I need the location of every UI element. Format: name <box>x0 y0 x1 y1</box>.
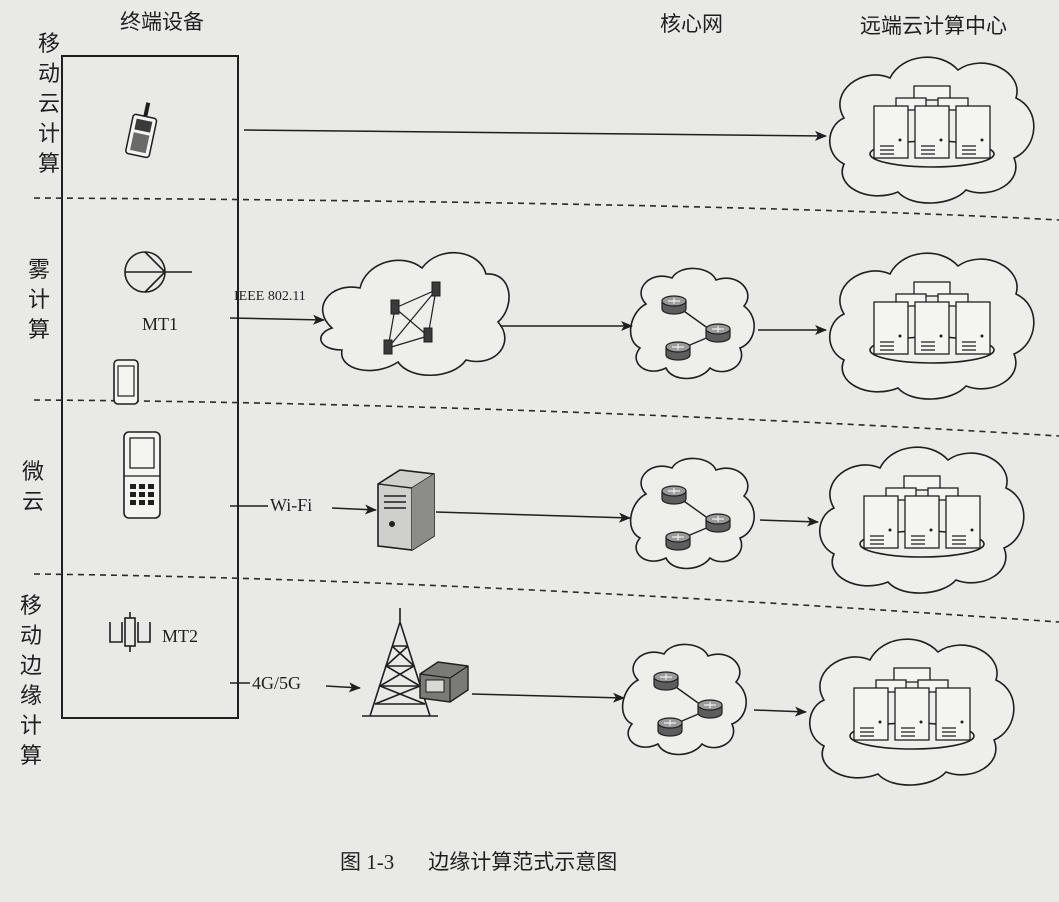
core-network-clouds <box>621 267 755 756</box>
figure-caption: 图 1-3 边缘计算范式示意图 <box>340 852 617 873</box>
data-center-icon <box>809 638 1015 786</box>
antenna-symbol-icon <box>124 251 192 293</box>
cloud-icon <box>621 643 747 756</box>
terminal-symbol-icon <box>109 612 151 652</box>
header-remote-cloud-center: 远端云计算中心 <box>860 14 1007 38</box>
flip-phone-icon <box>123 431 161 519</box>
row-label-fog-computing: 雾计算 <box>27 258 50 343</box>
header-core-network: 核心网 <box>660 12 723 36</box>
core-network-cloud <box>629 267 755 380</box>
connection-arrows <box>229 129 827 717</box>
terminal-device-box <box>61 55 239 719</box>
cloud-icon <box>629 457 755 570</box>
data-center-icon <box>829 56 1035 204</box>
fog-network-icon <box>320 252 510 377</box>
cloud-icon <box>320 252 510 377</box>
link-label-wifi: Wi-Fi <box>270 495 313 515</box>
figure-title: 边缘计算范式示意图 <box>428 850 618 874</box>
data-center-icon <box>829 252 1035 400</box>
data-center-icon <box>819 446 1025 594</box>
cell-tower-icon <box>362 608 438 717</box>
device-label-mt2: MT2 <box>162 626 198 646</box>
core-network-cloud <box>621 643 747 756</box>
smartphone-icon <box>113 359 139 405</box>
device-label-mt1: MT1 <box>142 314 178 334</box>
remote-cloud-centers <box>809 56 1035 786</box>
base-station-icon <box>419 661 469 703</box>
row-label-cloudlet: 微云 <box>21 460 44 515</box>
header-terminal-devices: 终端设备 <box>120 10 204 34</box>
core-network-cloud <box>629 457 755 570</box>
row-separators <box>33 197 1059 623</box>
server-icon <box>377 469 435 551</box>
cell-phone-icon <box>125 102 158 159</box>
row-label-mobile-cloud-computing: 移动云计算 <box>37 32 60 177</box>
link-label-4g-5g: 4G/5G <box>252 673 301 693</box>
link-label-ieee-80211: IEEE 802.11 <box>234 289 306 304</box>
row-label-mobile-edge-computing: 移动边缘计算 <box>19 594 42 769</box>
figure-number: 图 1-3 <box>340 850 395 874</box>
cloud-icon <box>629 267 755 380</box>
